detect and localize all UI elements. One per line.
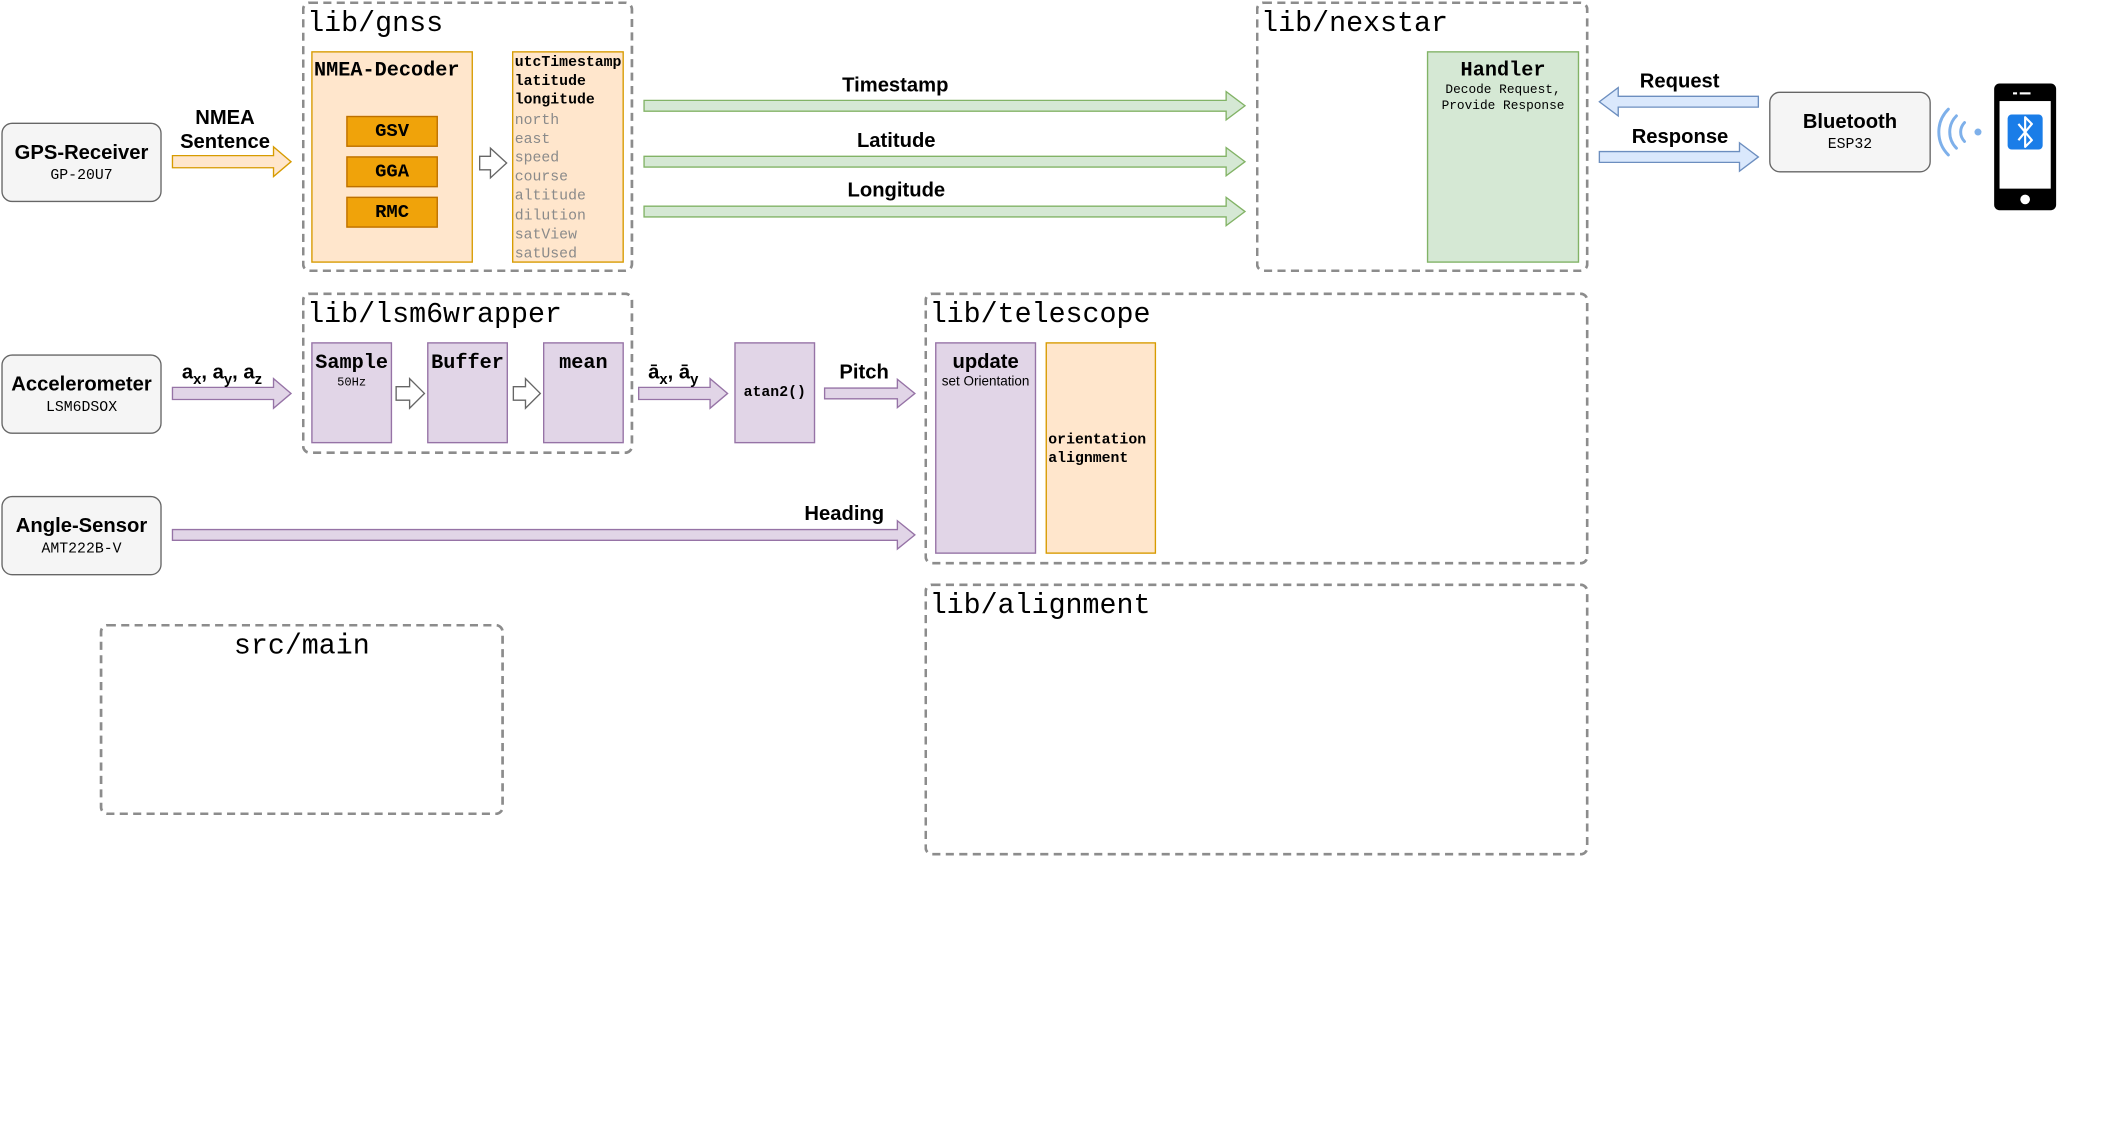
mean-a-x: ā: [648, 361, 660, 385]
update-title: update: [952, 350, 1019, 374]
telescope-state-box: orientation alignment: [1045, 342, 1157, 554]
angle-sensor-name: Angle-Sensor: [15, 514, 148, 537]
lib-alignment-title: lib/alignment: [929, 591, 1151, 623]
mean-sub-x: x: [659, 371, 668, 389]
request-label: Request: [1639, 70, 1720, 93]
nmea-arrow: [171, 145, 293, 178]
bluetooth-icon: [2017, 116, 2033, 148]
buffer-box: Buffer: [427, 342, 508, 444]
state-alignment: alignment: [1048, 451, 1129, 468]
nmea-sentence-label: NMEA Sentence: [180, 106, 270, 154]
bluetooth-part: ESP32: [1827, 137, 1873, 154]
field-sat-view: satView: [514, 227, 577, 244]
field-course: course: [514, 170, 569, 187]
longitude-label: Longitude: [847, 179, 946, 203]
field-north: north: [514, 112, 560, 129]
field-longitude: longitude: [514, 93, 595, 110]
mean-a-y: , ā: [667, 361, 691, 385]
field-sat-used: satUsed: [514, 246, 577, 263]
accel-arrow: [171, 377, 293, 410]
update-description: set Orientation: [941, 374, 1030, 390]
bluetooth-name: Bluetooth: [1802, 110, 1898, 134]
lib-alignment-module: lib/alignment: [924, 583, 1589, 856]
gps-receiver-part: GP-20U7: [50, 167, 113, 184]
nmea-decoder-title: NMEA-Decoder: [313, 59, 460, 83]
mean-box: mean: [543, 342, 624, 444]
handler-description: Decode Request, Provide Response: [1441, 82, 1565, 114]
sample-box: Sample 50Hz: [311, 342, 393, 444]
accelerometer-device: Accelerometer LSM6DSOX: [1, 354, 162, 434]
buffer-to-mean-arrow: [512, 376, 542, 410]
buffer-title: Buffer: [431, 351, 504, 375]
longitude-arrow: [643, 196, 1247, 228]
request-arrow: [1598, 86, 1760, 118]
bluetooth-device: Bluetooth ESP32: [1769, 91, 1931, 173]
field-altitude: altitude: [514, 189, 586, 206]
timestamp-arrow: [643, 90, 1247, 122]
pitch-label: Pitch: [839, 361, 889, 385]
timestamp-label: Timestamp: [842, 74, 949, 98]
heading-label: Heading: [804, 502, 885, 526]
smartphone-icon: [1994, 83, 2057, 211]
latitude-arrow: [643, 146, 1247, 178]
arrows-layer: [171, 83, 2057, 551]
lib-nexstar-module: lib/nexstar: [1255, 1, 1589, 273]
field-speed: speed: [514, 150, 560, 168]
latitude-label: Latitude: [856, 129, 936, 153]
decoder-to-fields-arrow: [479, 146, 508, 180]
gps-receiver-device: GPS-Receiver GP-20U7: [1, 122, 162, 203]
accel-mean-label: āx, āy: [648, 361, 698, 388]
atan2-box: atan2(): [734, 342, 816, 444]
update-box: update set Orientation: [935, 342, 1037, 554]
mean-title: mean: [559, 351, 608, 375]
accel-axes-label: ax, ay, az: [182, 361, 262, 388]
gps-receiver-name: GPS-Receiver: [14, 140, 149, 164]
gsv-sentence: GSV: [346, 115, 438, 147]
handler-box: Handler Decode Request, Provide Response: [1426, 51, 1580, 263]
handler-title: Handler: [1460, 59, 1546, 83]
lib-lsm6wrapper-module: lib/lsm6wrapper: [301, 292, 634, 455]
field-utc-timestamp: utcTimestamp: [514, 55, 622, 72]
accel-a-x: a: [181, 361, 194, 385]
gnss-fields-list: utcTimestamp latitude longitude north ea…: [512, 51, 624, 263]
rmc-sentence: RMC: [346, 196, 438, 228]
sample-title: Sample: [315, 351, 389, 375]
lib-lsm6wrapper-title: lib/lsm6wrapper: [307, 300, 562, 332]
sample-to-buffer-arrow: [395, 376, 426, 410]
src-main-title: src/main: [233, 631, 370, 663]
angle-sensor-part: AMT222B-V: [41, 540, 122, 558]
accel-a-y: , a: [201, 361, 224, 385]
gga-sentence: GGA: [346, 156, 438, 188]
accel-sub-x: x: [193, 371, 202, 389]
response-label: Response: [1631, 125, 1729, 149]
heading-arrow: [171, 519, 916, 551]
telescope-state-lines: orientation alignment: [1048, 431, 1146, 469]
response-arrow: [1598, 141, 1760, 173]
field-latitude: latitude: [514, 74, 586, 91]
accelerometer-part: LSM6DSOX: [45, 399, 118, 416]
accelerometer-name: Accelerometer: [11, 372, 152, 396]
sample-rate: 50Hz: [337, 375, 367, 390]
src-main-module: src/main: [99, 623, 504, 816]
lib-gnss-module: lib/gnss: [301, 1, 634, 273]
mean-arrow: [637, 377, 729, 410]
field-dilution: dilution: [514, 208, 586, 225]
lib-telescope-title: lib/telescope: [929, 300, 1151, 332]
wireless-signal-icon: [1937, 107, 1982, 157]
lib-nexstar-title: lib/nexstar: [1261, 9, 1448, 41]
state-orientation: orientation: [1048, 432, 1147, 449]
lib-telescope-module: lib/telescope: [924, 292, 1589, 565]
angle-sensor-device: Angle-Sensor AMT222B-V: [1, 495, 162, 576]
mean-sub-y: y: [690, 371, 699, 389]
accel-a-z: , a: [232, 361, 255, 385]
field-east: east: [514, 131, 551, 148]
atan2-label: atan2(): [743, 384, 806, 401]
pitch-arrow: [823, 377, 916, 409]
accel-sub-z: z: [254, 371, 263, 389]
lib-gnss-title: lib/gnss: [307, 9, 444, 41]
accel-sub-y: y: [223, 371, 233, 389]
